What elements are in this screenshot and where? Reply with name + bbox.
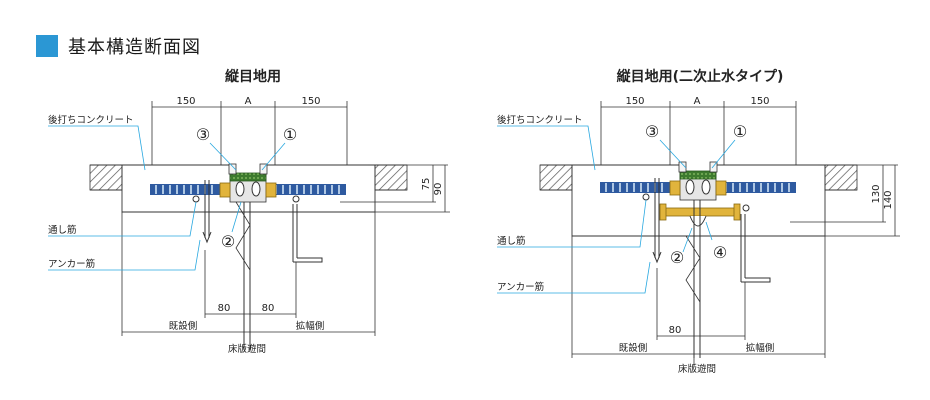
label-concrete: 後打ちコンクリート bbox=[497, 114, 583, 126]
label-slab-gap: 床版遊間 bbox=[678, 363, 716, 375]
leader-lines bbox=[48, 125, 286, 271]
expansion-slab bbox=[824, 164, 858, 191]
dim-gap-a: A bbox=[245, 96, 252, 107]
existing-slab bbox=[89, 164, 123, 191]
rebar-right bbox=[720, 182, 796, 193]
panel-title: 縦目地用(二次止水タイプ) bbox=[617, 68, 784, 85]
joint-device bbox=[669, 161, 727, 201]
dim-bottom-right: 80 bbox=[262, 303, 275, 314]
dim-left-width: 150 bbox=[176, 96, 195, 107]
existing-slab bbox=[539, 164, 573, 191]
anchor-bars bbox=[642, 178, 771, 283]
callout-4: ④ bbox=[713, 243, 727, 262]
label-expansion-side: 拡幅側 bbox=[296, 320, 325, 332]
dim-left-width: 150 bbox=[625, 96, 644, 107]
callout-1: ① bbox=[283, 125, 297, 144]
label-expansion-side: 拡幅側 bbox=[746, 342, 775, 354]
label-slab-gap: 床版遊間 bbox=[228, 343, 266, 355]
dim-height-2: 140 bbox=[883, 190, 894, 209]
callout-2: ② bbox=[221, 232, 235, 251]
rebar-left bbox=[150, 184, 222, 195]
label-through-bar: 通し筋 bbox=[497, 235, 526, 247]
dim-height-2: 90 bbox=[433, 183, 444, 196]
height-dimension-lines bbox=[340, 164, 450, 213]
top-dimension-lines bbox=[600, 101, 797, 165]
bottom-dimension-lines bbox=[571, 236, 826, 366]
label-through-bar: 通し筋 bbox=[48, 224, 77, 236]
joint-device bbox=[219, 163, 277, 350]
dim-height-1: 130 bbox=[871, 184, 882, 203]
panel-title: 縦目地用 bbox=[225, 68, 281, 85]
leader-lines bbox=[497, 125, 736, 294]
section-title: 基本構造断面図 bbox=[68, 37, 201, 58]
dim-right-width: 150 bbox=[750, 96, 769, 107]
bottom-dimension-lines bbox=[121, 212, 376, 345]
callout-3: ③ bbox=[645, 122, 659, 141]
label-concrete: 後打ちコンクリート bbox=[48, 114, 134, 126]
top-dimension-lines bbox=[151, 101, 348, 165]
dim-right-width: 150 bbox=[301, 96, 320, 107]
label-existing-side: 既設側 bbox=[619, 342, 648, 354]
label-existing-side: 既設側 bbox=[169, 320, 198, 332]
panel-vertical-joint: 縦目地用 150 A 150 bbox=[48, 68, 450, 355]
label-anchor-bar: アンカー筋 bbox=[497, 281, 544, 293]
panel-secondary-waterproof: 縦目地用(二次止水タイプ) 150 A 150 bbox=[497, 68, 900, 375]
label-anchor-bar: アンカー筋 bbox=[48, 258, 95, 270]
section-header: 基本構造断面図 bbox=[36, 34, 201, 58]
expansion-slab bbox=[374, 164, 408, 191]
rebar-right bbox=[270, 184, 346, 195]
dim-bottom-left: 80 bbox=[669, 325, 682, 336]
rebar-left bbox=[600, 182, 672, 193]
callout-3: ③ bbox=[196, 125, 210, 144]
dim-height-1: 75 bbox=[421, 178, 432, 191]
callout-1: ① bbox=[733, 122, 747, 141]
dim-gap-a: A bbox=[694, 96, 701, 107]
callout-2: ② bbox=[670, 248, 684, 267]
height-dimension-lines bbox=[790, 164, 900, 237]
section-marker-icon bbox=[36, 35, 58, 57]
dim-bottom-left: 80 bbox=[218, 303, 231, 314]
